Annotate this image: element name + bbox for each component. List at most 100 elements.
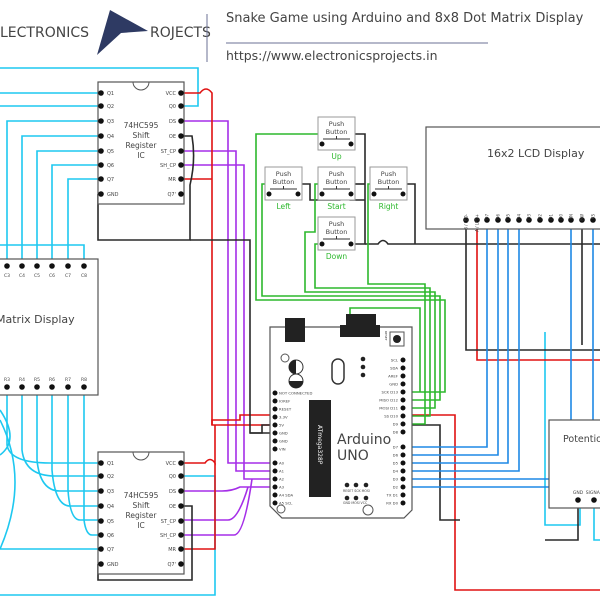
arduino-pin-ioref	[272, 398, 278, 404]
pin-label: Q7'	[168, 192, 177, 198]
pin-label: SCL	[391, 358, 399, 363]
power-jack	[285, 318, 305, 342]
arduino-pin-5v	[272, 422, 278, 428]
pin-label: C5	[34, 273, 40, 279]
lcd-pin-bled	[463, 217, 469, 223]
arduino-pin-rxd0	[400, 500, 406, 506]
pin-label: D5	[393, 461, 399, 466]
pin-label: Q3	[107, 489, 114, 495]
lcd-pin-aled	[474, 217, 480, 223]
lcd-pin-d5	[505, 217, 511, 223]
pin-vcc	[178, 460, 184, 466]
arduino-pin-aref	[400, 373, 406, 379]
matrix-pin-c7	[65, 263, 71, 269]
pin-label: D8	[393, 430, 399, 435]
lcd-pin-d7	[484, 217, 490, 223]
matrix-pin-r7	[65, 384, 71, 390]
shift-register-top: Q1Q2Q3Q4Q5Q6Q7GNDVCCQ0DSOEST_CPSH_CPMRQ7…	[97, 81, 185, 205]
ic-label: Register	[126, 141, 158, 150]
arduino-pin-a3	[272, 484, 278, 490]
pin-label: D2	[393, 485, 399, 490]
reset-button[interactable]	[393, 335, 401, 343]
arduino-pin-txd1	[400, 492, 406, 498]
pin-q6	[98, 532, 104, 538]
pin-q7	[98, 176, 104, 182]
matrix-pin-c5	[34, 263, 40, 269]
button-type-label: Button	[326, 228, 348, 236]
matrix-pin-c3	[4, 263, 10, 269]
pin-q3	[98, 488, 104, 494]
matrix-pin-r4	[19, 384, 25, 390]
lcd-pin-d0	[558, 217, 564, 223]
matrix-pin-r3	[4, 384, 10, 390]
pin-label: D5	[506, 214, 511, 220]
button-pin	[266, 191, 272, 197]
pin-mr	[178, 176, 184, 182]
switch-symbol	[323, 136, 350, 140]
matrix-pin-r6	[49, 384, 55, 390]
pin-q7	[178, 561, 184, 567]
pin-q7	[98, 546, 104, 552]
arduino-pin-a2	[272, 476, 278, 482]
button-pin	[348, 191, 354, 197]
pin-label: D9	[393, 422, 399, 427]
button-pin	[319, 241, 325, 247]
crystal	[331, 358, 345, 385]
button-pin	[319, 191, 325, 197]
ic-label: 74HC595	[124, 491, 159, 500]
ic-label: 74HC595	[124, 121, 159, 130]
potentiometer: Potentiometer GNDSIGNAL	[548, 419, 600, 509]
lcd-pin-rs	[590, 217, 596, 223]
shift-register-bottom: Q1Q2Q3Q4Q5Q6Q7GNDVCCQ0DSOEST_CPSH_CPMRQ7…	[97, 451, 185, 575]
lcd-pin-en	[568, 217, 574, 223]
pin-oe	[178, 503, 184, 509]
pin-label: NOT CONNECTED	[279, 391, 312, 396]
button-type-label: Button	[326, 128, 348, 136]
arduino-pin-a5scl	[272, 500, 278, 506]
ic-label: IC	[137, 521, 144, 530]
pin-label: SDA	[390, 366, 398, 371]
pin-label: DS	[169, 489, 176, 495]
pin-label: Q7	[107, 177, 114, 183]
arduino-pin-notconnected	[272, 390, 278, 396]
pin-label: R6	[49, 377, 55, 383]
arduino-pin-sda	[400, 365, 406, 371]
page-title: Snake Game using Arduino and 8x8 Dot Mat…	[226, 11, 584, 26]
pin-label: GND	[107, 562, 119, 568]
pin-gnd	[98, 191, 104, 197]
pin-label: Q7	[107, 547, 114, 553]
lcd-pin-d6	[495, 217, 501, 223]
site-url[interactable]: https://www.electronicsprojects.in	[226, 48, 438, 63]
button-type-label: Button	[273, 178, 295, 186]
arduino-pin-d8	[400, 429, 406, 435]
pin-label: SH_CP	[160, 163, 176, 169]
button-type-label: Push	[381, 170, 396, 178]
pin-label: RW	[580, 214, 585, 221]
arduino-uno: RESET ATmega328P Arduino UNO RESET SCK M…	[269, 314, 413, 519]
logo-text-right: ROJECTS	[150, 25, 211, 41]
pin-gnd	[98, 561, 104, 567]
pin-q1	[98, 460, 104, 466]
lcd-label: 16x2 LCD Display	[487, 147, 585, 160]
pin-label: A5 SCL	[279, 501, 293, 506]
pin-label: OE	[169, 504, 176, 510]
button-name: Down	[326, 252, 347, 261]
button-type-label: Push	[329, 170, 344, 178]
pin-q0	[178, 473, 184, 479]
pot-pin-gnd	[575, 497, 581, 503]
icsp-label-top: RESET SCK MOSI	[343, 489, 370, 493]
pin-label: Q0	[169, 104, 176, 110]
switch-symbol	[323, 236, 350, 240]
pin-ds	[178, 118, 184, 124]
pin-label: R5	[34, 377, 40, 383]
wires	[0, 67, 600, 596]
pin-label: OE	[169, 134, 176, 140]
arduino-pin-d6	[400, 452, 406, 458]
